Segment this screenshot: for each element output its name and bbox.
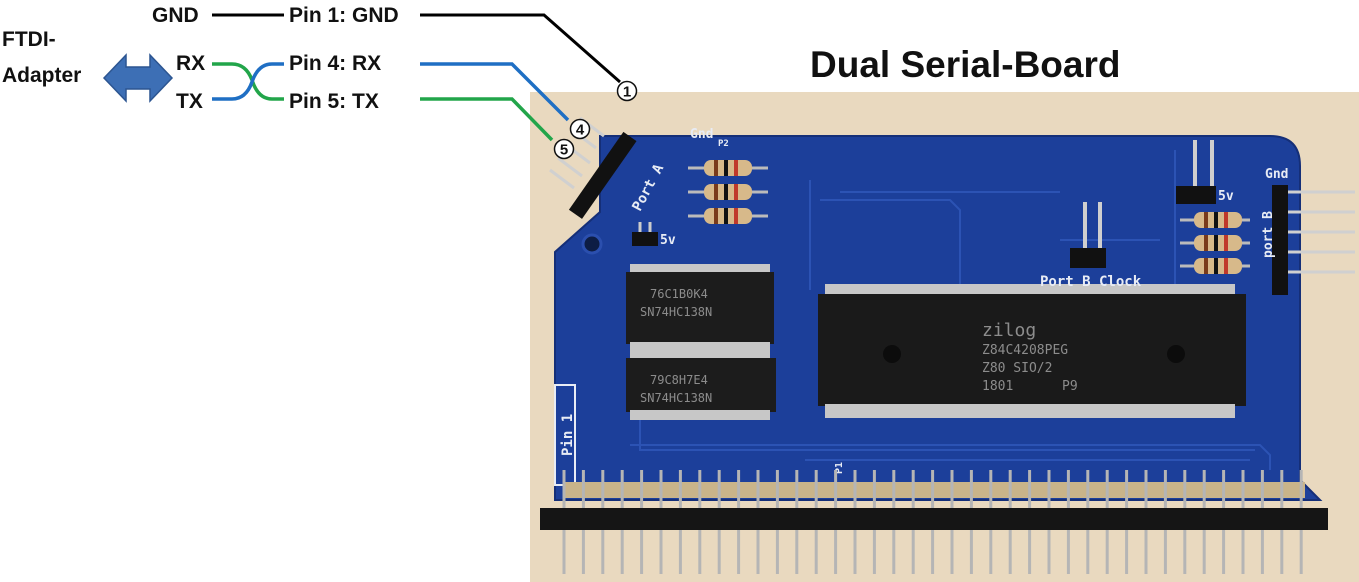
ic2-marking-2: SN74HC138N <box>640 391 712 405</box>
wire-tx-adapter <box>212 62 284 101</box>
pin-marker-5-text: 5 <box>560 142 568 159</box>
wire-tx-pin <box>420 97 554 142</box>
silk-p1: P1 <box>834 462 845 474</box>
pin-marker-5: 5 <box>553 138 575 160</box>
wire-tx <box>212 62 554 142</box>
wire-gnd-pin <box>420 13 621 84</box>
sio-marking-3: 1801 <box>982 379 1013 394</box>
sio-brand: zilog <box>982 320 1036 341</box>
pin5-label: Pin 5: TX <box>289 90 379 113</box>
silk-gnd-b: Gnd <box>1265 167 1288 182</box>
silk-port-b: port B <box>1261 211 1276 258</box>
signal-tx-label: TX <box>176 90 203 113</box>
sio-marking-4: P9 <box>1062 379 1078 394</box>
diagram-title: Dual Serial-Board <box>810 44 1121 85</box>
pin-marker-1-text: 1 <box>623 84 631 101</box>
pin-marker-4-text: 4 <box>576 122 585 139</box>
silk-5v-b: 5v <box>1218 189 1234 204</box>
edge-connector <box>540 470 1328 574</box>
wire-gnd <box>212 13 621 84</box>
ic-74hc138-1: 76C1B0K4 SN74HC138N <box>626 264 774 352</box>
resistors-left <box>688 160 768 224</box>
jumper-5v-a <box>632 222 658 246</box>
ic-z80-sio: zilog Z84C4208PEG Z80 SIO/2 1801 P9 <box>818 284 1246 418</box>
mounting-hole <box>581 233 603 255</box>
silk-port-b-clock: Port B Clock <box>1040 274 1142 290</box>
pin-marker-4: 4 <box>569 118 591 140</box>
pin1-label: Pin 1: GND <box>289 4 399 27</box>
resistors-right <box>1180 212 1250 274</box>
silk-5v-a: 5v <box>660 233 676 248</box>
adapter-label-line1: FTDI- <box>2 28 56 51</box>
port-b-header <box>1272 185 1355 295</box>
wire-rx-adapter <box>212 62 284 101</box>
signal-gnd-label: GND <box>152 4 199 27</box>
ic1-marking-1: 76C1B0K4 <box>650 287 708 301</box>
pin-marker-1: 1 <box>616 80 638 102</box>
jumper-port-b-clock <box>1070 202 1106 268</box>
wire-rx <box>212 62 570 122</box>
adapter-label-line2: Adapter <box>2 64 82 87</box>
sio-marking-2: Z80 SIO/2 <box>982 361 1052 376</box>
ic1-marking-2: SN74HC138N <box>640 305 712 319</box>
silk-pin1: Pin 1 <box>560 414 576 456</box>
ic2-marking-1: 79C8H7E4 <box>650 373 708 387</box>
wire-rx-pin <box>420 62 570 122</box>
signal-rx-label: RX <box>176 52 206 75</box>
ic-74hc138-2: 79C8H7E4 SN74HC138N <box>626 350 776 420</box>
sio-marking-1: Z84C4208PEG <box>982 343 1068 358</box>
jumper-5v-b <box>1176 140 1216 204</box>
bidirectional-arrow <box>102 53 174 103</box>
silk-gnd-a: Gnd <box>690 127 713 142</box>
silk-p2: P2 <box>718 139 729 149</box>
pin4-label: Pin 4: RX <box>289 52 382 75</box>
